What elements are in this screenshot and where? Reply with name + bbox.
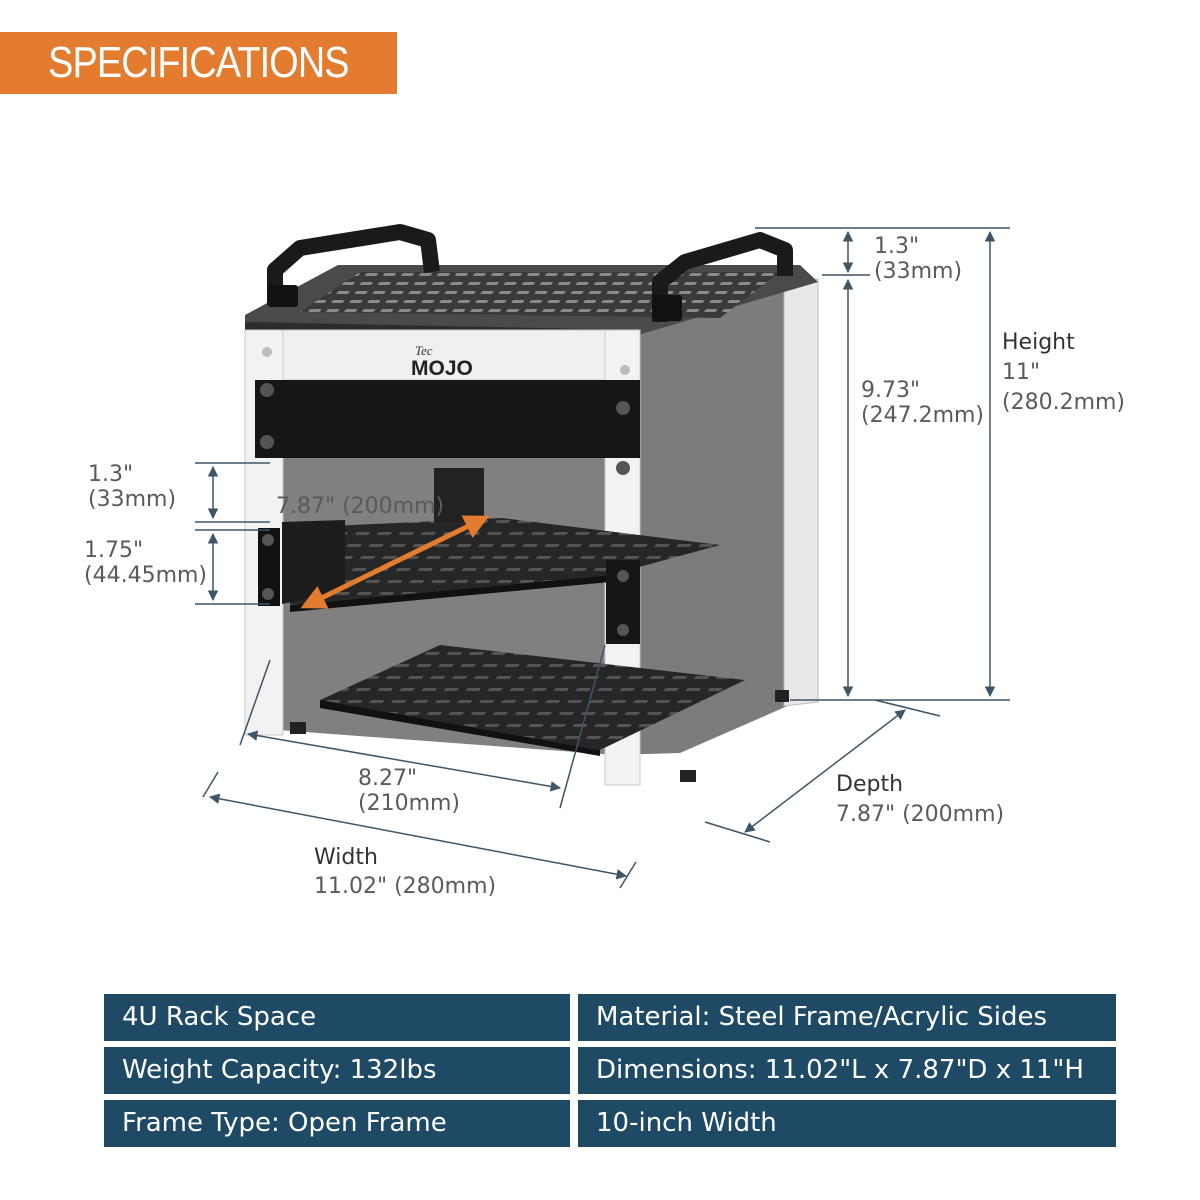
spec-cell: 10-inch Width [578, 1100, 1116, 1147]
shelf-depth-arrow [300, 515, 490, 609]
specs-row: 4U Rack Space Material: Steel Frame/Acry… [104, 994, 1116, 1041]
brand-logo: MOJO [411, 357, 473, 380]
depth-value: 7.87" (200mm) [836, 802, 1005, 827]
specs-row: Frame Type: Open Frame 10-inch Width [104, 1100, 1116, 1147]
carry-handles [267, 224, 793, 322]
slot-gap-imperial: 1.3" [88, 462, 134, 487]
specs-row: Weight Capacity: 132lbs Dimensions: 11.0… [104, 1047, 1116, 1094]
spec-cell: 4U Rack Space [104, 994, 570, 1041]
blank-panel [255, 380, 640, 475]
banner-title: SPECIFICATIONS [48, 38, 349, 87]
inner-width-imperial: 8.27" [358, 766, 418, 791]
spec-cell: Material: Steel Frame/Acrylic Sides [578, 994, 1116, 1041]
specs-table: 4U Rack Space Material: Steel Frame/Acry… [104, 994, 1116, 1153]
width-label: Width [314, 845, 378, 870]
height-metric: (280.2mm) [1002, 390, 1126, 415]
inner-height-imperial: 9.73" [861, 378, 921, 403]
rack-unit-imperial: 1.75" [84, 538, 144, 563]
inner-height-metric: (247.2mm) [861, 403, 985, 428]
height-label: Height [1002, 330, 1075, 355]
acrylic-side-panel [616, 278, 819, 755]
shelf-depth-label: 7.87" (200mm) [276, 494, 445, 519]
spec-cell: Dimensions: 11.02"L x 7.87"D x 11"H [578, 1047, 1116, 1094]
width-value: 11.02" (280mm) [314, 874, 497, 899]
specifications-banner: SPECIFICATIONS [0, 32, 397, 94]
rack-unit-metric: (44.45mm) [84, 563, 208, 588]
top-clearance-metric: (33mm) [874, 259, 963, 284]
height-imperial: 11" [1002, 360, 1041, 385]
spec-cell: Weight Capacity: 132lbs [104, 1047, 570, 1094]
depth-label: Depth [836, 772, 904, 797]
dimension-lines [195, 227, 1010, 889]
spec-cell: Frame Type: Open Frame [104, 1100, 570, 1147]
rack-illustration: Tec MOJO [195, 224, 1010, 889]
slot-gap-metric: (33mm) [88, 487, 177, 512]
top-clearance-imperial: 1.3" [874, 234, 920, 259]
brand-small: Tec [415, 343, 433, 358]
inner-width-metric: (210mm) [358, 791, 461, 816]
